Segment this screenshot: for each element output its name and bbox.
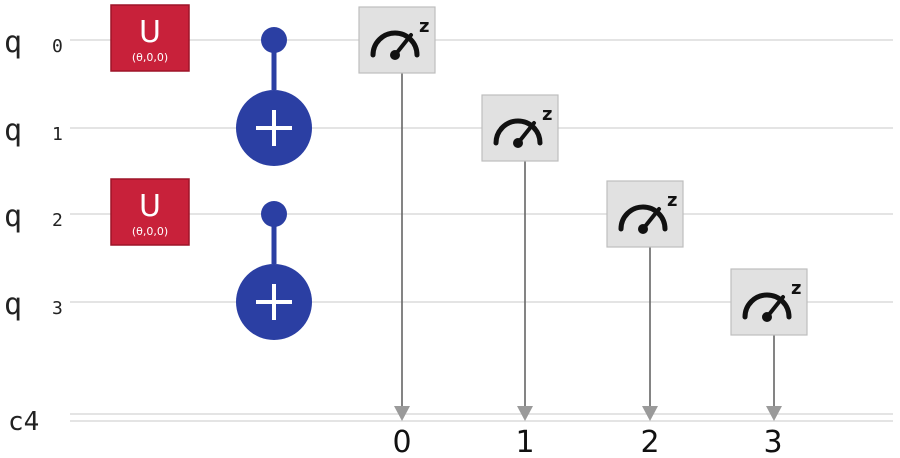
measure-gate[interactable]: z [358, 6, 436, 74]
measure-basis-label: z [542, 104, 552, 125]
cnot-gate[interactable] [236, 201, 312, 340]
u-gate-params: (θ,0,0) [132, 225, 168, 238]
classical-bit-index: 0 [392, 425, 411, 458]
meter-icon [742, 292, 792, 320]
meter-pivot-icon [513, 138, 523, 148]
meter-icon [370, 30, 420, 58]
qubit-index: 0 [52, 36, 63, 57]
cnot-gate[interactable] [236, 27, 312, 166]
measure-gate[interactable]: z [606, 180, 684, 248]
u-gate-box[interactable] [110, 4, 190, 72]
measure-gate[interactable]: z [481, 94, 559, 162]
classical-bit-index: 1 [515, 425, 534, 458]
classical-bit-index: 3 [763, 425, 782, 458]
measure-box[interactable] [358, 6, 436, 74]
meter-pivot-icon [762, 312, 772, 322]
meter-pivot-icon [638, 224, 648, 234]
measure-basis-label: z [667, 190, 677, 211]
qubit-index: 2 [52, 210, 63, 231]
measure-gate[interactable]: z [730, 268, 808, 336]
meter-icon [493, 118, 543, 146]
u-gate-params: (θ,0,0) [132, 51, 168, 64]
meter-pivot-icon [390, 50, 400, 60]
measure-basis-label: z [419, 16, 429, 37]
u-gate-box[interactable] [110, 178, 190, 246]
classical-bit-index: 2 [640, 425, 659, 458]
meter-icon [618, 204, 668, 232]
measure-box[interactable] [730, 268, 808, 336]
qubit-label: q [4, 25, 22, 60]
cnot-control-dot[interactable] [261, 27, 287, 53]
measure-arrow-head [517, 406, 533, 421]
u-gate[interactable]: U(θ,0,0) [110, 178, 190, 246]
measure-box[interactable] [481, 94, 559, 162]
measure-arrow-head [642, 406, 658, 421]
cnot-control-dot[interactable] [261, 201, 287, 227]
u-gate-label: U [139, 15, 161, 50]
measure-arrow-head [766, 406, 782, 421]
measure-basis-label: z [791, 278, 801, 299]
qubit-label: q [4, 113, 22, 148]
u-gate-label: U [139, 189, 161, 224]
u-gate[interactable]: U(θ,0,0) [110, 4, 190, 72]
measure-box[interactable] [606, 180, 684, 248]
classical-register-label: c4 [8, 407, 39, 437]
measure-arrow-head [394, 406, 410, 421]
qubit-label: q [4, 199, 22, 234]
qubit-index: 3 [52, 298, 63, 319]
qubit-index: 1 [52, 124, 63, 145]
qubit-label: q [4, 287, 22, 322]
